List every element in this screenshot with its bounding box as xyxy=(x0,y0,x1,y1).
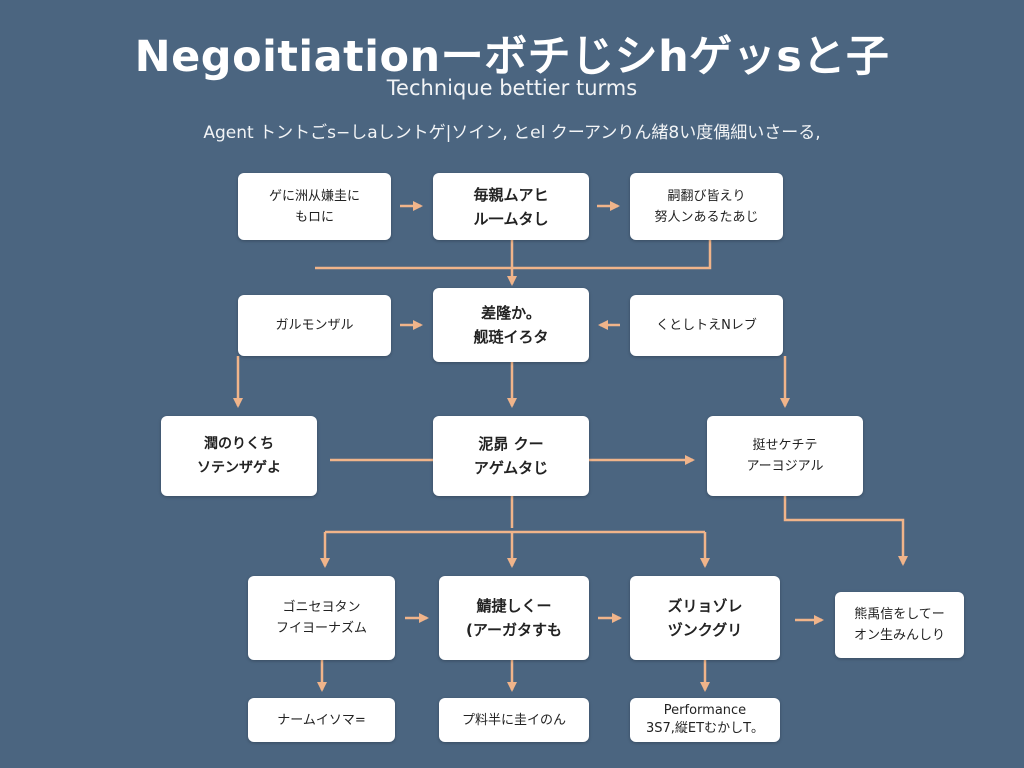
node-text: 3S7,縦ETむかしT。 xyxy=(645,721,765,736)
node-h: 泥昴 クー アゲムタじ xyxy=(433,416,589,496)
node-text: フイヨーナズム xyxy=(275,621,367,636)
node-text: もロに xyxy=(294,209,334,225)
node-m: 熊禹信をしてー オン生みんしり xyxy=(835,592,964,658)
node-text: ヅンクグリ xyxy=(667,621,743,639)
page-description: Agent トントごs−しaしントゲ|ソイン, とel クーアンりん緒8い度偶細… xyxy=(203,123,821,143)
node-text: ゴニセヨタン xyxy=(282,600,361,615)
node-text: プ料半に圭イのん xyxy=(461,712,566,728)
node-l: ズリョゾレ ヅンクグリ xyxy=(630,576,780,660)
node-b: 毎親ムアヒ ル一ムタし xyxy=(433,173,589,240)
node-text: 泥昴 クー xyxy=(478,435,544,453)
node-g: 潤のりくち ソテンザゲよ xyxy=(161,416,317,496)
node-text: 毎親ムアヒ xyxy=(473,185,549,204)
line-c-merge xyxy=(315,240,712,270)
node-text: 嗣翻び皆えり xyxy=(667,188,746,204)
page-subtitle: Technique bettier turms xyxy=(386,76,638,100)
node-a: ゲに洲从嫌圭に もロに xyxy=(238,173,391,240)
node-f: くとしトえNレブ xyxy=(630,295,783,356)
node-text: 熊禹信をしてー xyxy=(854,607,945,622)
node-text: 鯖捷しくー xyxy=(476,597,552,615)
node-d: ガルモンザル xyxy=(238,295,391,356)
node-k: 鯖捷しくー (アーガタすも xyxy=(439,576,589,660)
node-text: ナームイソマ= xyxy=(277,712,366,728)
node-text: ゲに洲从嫌圭に xyxy=(268,188,360,204)
node-e: 差隆か。 舰琏イろタ xyxy=(433,288,589,362)
node-i: 挺せケチテ アーヨジアル xyxy=(707,416,863,496)
node-text: アゲムタじ xyxy=(473,459,549,477)
node-text: ル一ムタし xyxy=(473,209,549,228)
page-title: Negoitiationーボチじシhゲッsと子 xyxy=(134,32,890,82)
node-text: (アーガタすも xyxy=(466,621,562,639)
arrow-i-m xyxy=(783,496,908,566)
node-text: 挺せケチテ xyxy=(752,438,818,453)
node-text: ズリョゾレ xyxy=(667,597,743,615)
node-o: プ料半に圭イのん xyxy=(439,698,589,742)
node-j: ゴニセヨタン フイヨーナズム xyxy=(248,576,395,660)
node-text: くとしトえNレブ xyxy=(656,318,757,333)
node-n: ナームイソマ= xyxy=(248,698,395,742)
node-text: Performance xyxy=(663,703,747,718)
node-text: 差隆か。 xyxy=(481,304,541,322)
node-text: ソテンザゲよ xyxy=(197,460,281,476)
node-text: アーヨジアル xyxy=(746,459,824,474)
node-text: 舰琏イろタ xyxy=(473,328,549,346)
node-text: 潤のりくち xyxy=(204,436,274,452)
node-p: Performance 3S7,縦ETむかしT。 xyxy=(630,698,780,742)
node-c: 嗣翻び皆えり 努人ンあるたあじ xyxy=(630,173,783,240)
node-text: ガルモンザル xyxy=(275,318,354,333)
node-text: オン生みんしり xyxy=(853,628,945,643)
node-text: 努人ンあるたあじ xyxy=(654,209,759,225)
